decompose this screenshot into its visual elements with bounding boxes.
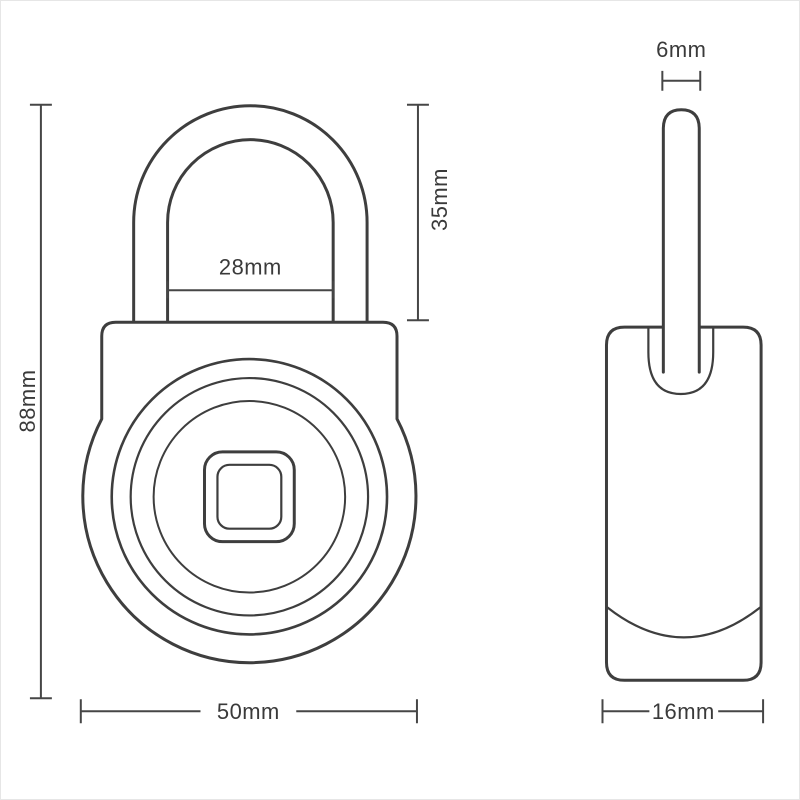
dimension-label-35mm: 35mm <box>427 168 452 231</box>
dimension-body-height: 88mm <box>15 103 52 700</box>
dimension-line <box>661 70 702 91</box>
body-ring-middle <box>129 376 370 617</box>
dimension-label-16mm: 16mm <box>652 699 715 724</box>
dimension-line <box>79 699 418 724</box>
dimension-shackle-inner-width: 28mm <box>166 254 335 299</box>
lock-body-outline <box>81 320 418 665</box>
body-ring-inner <box>152 400 347 594</box>
side-view <box>604 108 763 682</box>
dimension-label-28mm: 28mm <box>219 254 282 279</box>
dimension-line <box>406 103 429 322</box>
dimension-body-thickness: 16mm <box>601 699 765 724</box>
dimension-shackle-diameter: 6mm <box>656 37 706 91</box>
dimension-shackle-height: 35mm <box>406 103 452 322</box>
fingerprint-sensor-outer <box>202 450 296 544</box>
dimension-label-88mm: 88mm <box>15 370 40 433</box>
dimension-label-50mm: 50mm <box>217 699 280 724</box>
side-body-outline <box>604 325 763 682</box>
front-view <box>81 104 418 665</box>
shackle-outer-outline <box>132 104 369 330</box>
fingerprint-sensor-window <box>216 463 283 530</box>
body-ring-outer <box>110 357 389 636</box>
dimension-line <box>601 699 765 724</box>
side-bottom-seam <box>606 606 762 639</box>
shackle-notch <box>647 327 715 396</box>
dimension-line <box>29 103 52 700</box>
dimension-body-width: 50mm <box>79 699 418 724</box>
shackle-rod <box>661 108 701 374</box>
shackle-inner-outline <box>166 138 335 330</box>
dimension-line <box>166 281 335 299</box>
dimension-label-6mm: 6mm <box>656 37 706 62</box>
